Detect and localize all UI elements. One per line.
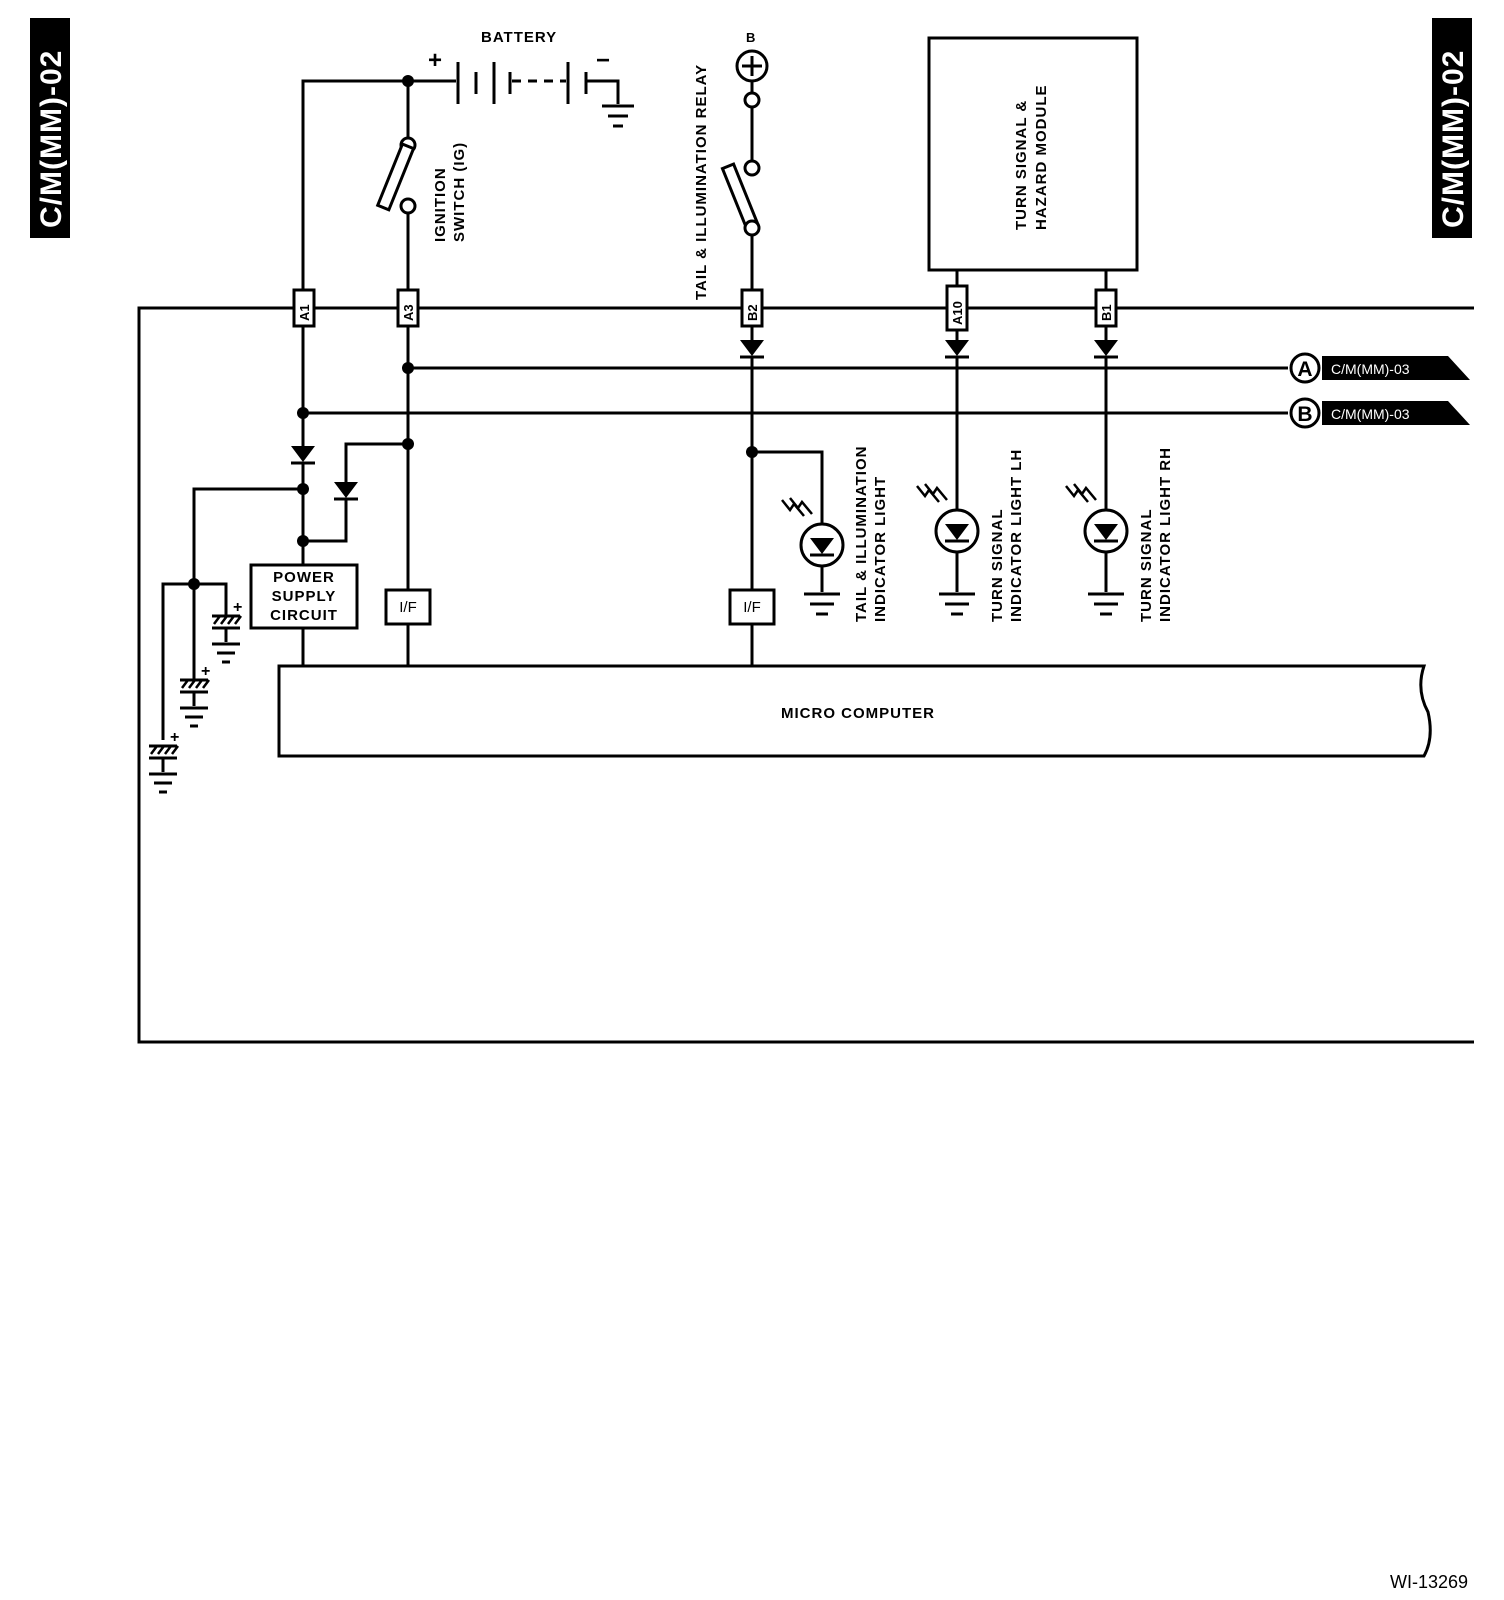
svg-text:TAIL & ILLUMINATION: TAIL & ILLUMINATION (853, 446, 870, 622)
turn-signal-hazard-module: TURN SIGNAL & HAZARD MODULE (927, 36, 1139, 296)
svg-text:+: + (201, 663, 210, 680)
turn-signal-indicator-lh: TURN SIGNAL INDICATOR LIGHT LH (916, 330, 1025, 623)
svg-text:TURN SIGNAL: TURN SIGNAL (1138, 509, 1155, 623)
battery-plus: + (428, 47, 443, 74)
micro-computer-label: MICRO COMPUTER (781, 705, 935, 722)
battery-symbol: BATTERY + − (408, 29, 634, 128)
a1-branch (291, 326, 408, 666)
battery-label: BATTERY (481, 29, 557, 46)
page-tag-left-text: C/M(MM)-02 (35, 50, 68, 228)
svg-text:SUPPLY: SUPPLY (272, 588, 337, 605)
pin-a1: A1 (292, 288, 316, 328)
svg-text:A1: A1 (297, 304, 312, 321)
battery-feed-wire (301, 79, 408, 296)
micro-computer: MICRO COMPUTER (277, 664, 1432, 758)
tail-illumination-indicator-light: TAIL & ILLUMINATION INDICATOR LIGHT (752, 446, 889, 622)
ignition-switch-label-1: IGNITION (432, 167, 449, 242)
connector-a-ref: C/M(MM)-03 (1331, 361, 1410, 377)
interface-b2: I/F (743, 599, 761, 616)
pin-a10: A10 (945, 284, 969, 332)
svg-text:INDICATOR LIGHT: INDICATOR LIGHT (872, 476, 889, 622)
svg-text:INDICATOR LIGHT RH: INDICATOR LIGHT RH (1157, 447, 1174, 622)
svg-text:B1: B1 (1099, 304, 1114, 321)
page-tag-right: C/M(MM)-02 (1432, 18, 1472, 238)
capacitor-bank: + + + (149, 487, 303, 794)
a3-branch: I/F (384, 326, 432, 666)
connector-a: A C/M(MM)-03 (1289, 352, 1470, 384)
svg-text:TURN SIGNAL: TURN SIGNAL (989, 509, 1006, 623)
interface-a3: I/F (399, 599, 417, 616)
connector-b-letter: B (1297, 403, 1312, 426)
relay-label: TAIL & ILLUMINATION RELAY (693, 64, 710, 300)
power-supply-circuit: POWER SUPPLY CIRCUIT (249, 563, 359, 630)
b2-branch: I/F (728, 326, 776, 666)
pin-a3: A3 (396, 288, 420, 328)
ignition-switch-label-2: SWITCH (IG) (451, 142, 468, 242)
pin-b1: B1 (1094, 288, 1118, 328)
svg-text:INDICATOR LIGHT LH: INDICATOR LIGHT LH (1008, 449, 1025, 622)
connector-b: B C/M(MM)-03 (1289, 397, 1470, 429)
page-tag-left: C/M(MM)-02 (30, 18, 70, 238)
connector-a-letter: A (1297, 358, 1312, 381)
tail-illumination-relay: TAIL & ILLUMINATION RELAY B (693, 30, 769, 300)
svg-text:A10: A10 (950, 301, 965, 325)
svg-text:B2: B2 (745, 304, 760, 321)
pin-b2: B2 (740, 288, 764, 328)
figure-id: WI-13269 (1390, 1572, 1468, 1592)
svg-text:+: + (170, 729, 179, 746)
svg-text:POWER: POWER (273, 569, 335, 586)
page-tag-right-text: C/M(MM)-02 (1437, 50, 1470, 228)
svg-text:+: + (233, 599, 242, 616)
battery-minus: − (596, 47, 611, 74)
turn-signal-indicator-rh: TURN SIGNAL INDICATOR LIGHT RH (1065, 326, 1174, 623)
turn-module-label-2: HAZARD MODULE (1033, 85, 1050, 231)
ignition-switch: IGNITION SWITCH (IG) (375, 81, 468, 296)
meter-enclosure (137, 306, 1474, 1044)
connector-b-ref: C/M(MM)-03 (1331, 406, 1410, 422)
relay-supply-label: B (746, 30, 755, 45)
svg-text:A3: A3 (401, 304, 416, 321)
turn-module-label-1: TURN SIGNAL & (1013, 100, 1030, 230)
svg-text:CIRCUIT: CIRCUIT (270, 607, 338, 624)
